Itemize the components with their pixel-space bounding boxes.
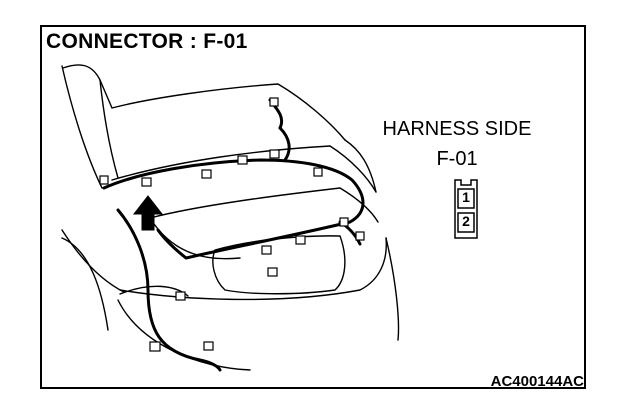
- bumper-upper: [119, 237, 387, 301]
- trunk-lid-lower: [149, 217, 241, 260]
- body-side: [385, 237, 400, 341]
- harness-main: [102, 158, 365, 260]
- license-recess: [212, 235, 346, 295]
- diagram-frame: [40, 25, 586, 389]
- harness-branch-left: [116, 208, 222, 372]
- connector: [295, 235, 306, 245]
- harness-connector-face: [454, 179, 478, 239]
- connector: [141, 177, 152, 187]
- connector: [355, 231, 365, 241]
- connector: [99, 175, 109, 185]
- harness-branch-up: [278, 126, 291, 162]
- connector: [267, 267, 278, 277]
- rear-window-outline: [62, 64, 346, 141]
- trunk-lid-top: [111, 145, 377, 193]
- connector: [313, 167, 323, 177]
- connector-title: CONNECTOR : F-01: [46, 30, 248, 53]
- harness-side-label: HARNESS SIDE: [382, 118, 532, 140]
- trunk-gap: [344, 139, 377, 193]
- pin-label: 2: [462, 213, 470, 229]
- connector: [175, 291, 186, 301]
- wheel-arch: [61, 237, 109, 331]
- harness-connector-id: F-01: [436, 148, 478, 170]
- connector: [269, 149, 280, 159]
- indicator-arrow: [132, 195, 164, 231]
- connector: [269, 97, 279, 107]
- connector: [201, 169, 212, 179]
- trunk-lid-edge: [149, 187, 379, 223]
- connector: [261, 245, 272, 255]
- pin-label: 1: [462, 189, 470, 205]
- bumper-lower: [117, 299, 251, 371]
- roof-line: [61, 65, 103, 189]
- quarter-panel: [61, 229, 125, 293]
- connector: [149, 341, 161, 352]
- connector: [339, 217, 349, 227]
- connector: [237, 155, 248, 165]
- connector: [203, 341, 214, 351]
- figure-code: AC400144AC: [490, 373, 584, 390]
- c-pillar: [99, 79, 119, 179]
